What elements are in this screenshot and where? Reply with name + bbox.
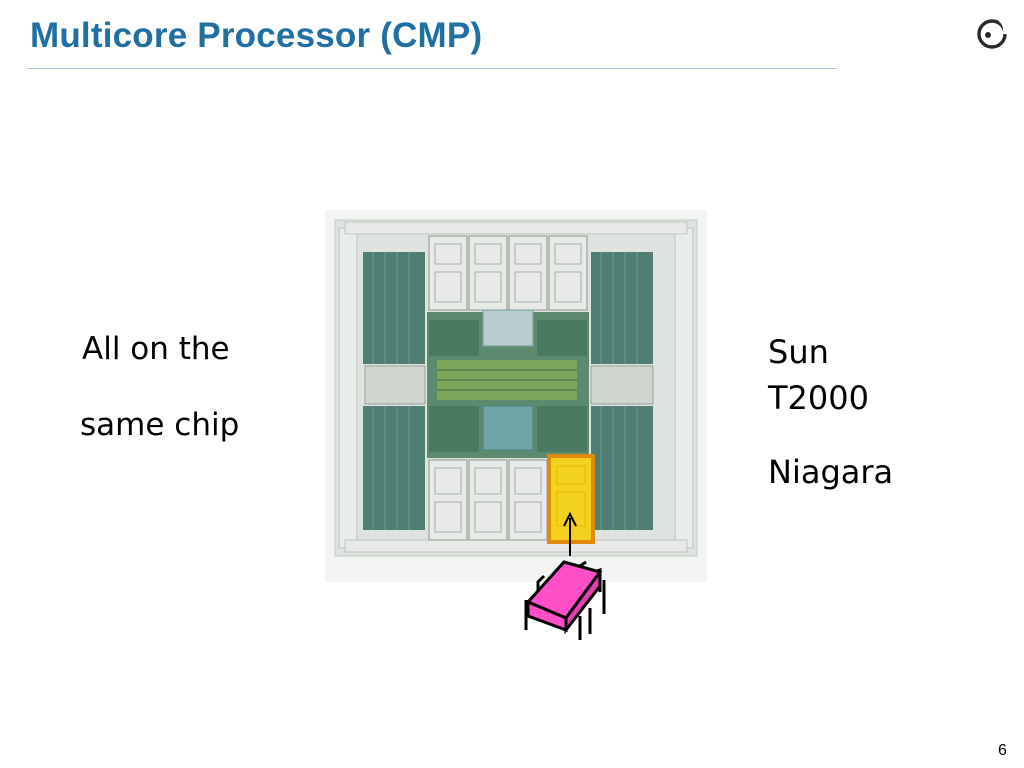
left-caption-line-1: All on the — [82, 331, 230, 367]
logo-icon — [977, 18, 1008, 49]
chip-die-image — [325, 210, 707, 582]
left-caption-line-2: same chip — [80, 407, 240, 443]
right-caption-line-3: Niagara — [768, 453, 894, 491]
processor-icon — [524, 560, 606, 640]
right-caption-line-2: T2000 — [768, 379, 869, 417]
page-number: 6 — [998, 742, 1007, 759]
right-caption-line-1: Sun — [768, 333, 829, 371]
slide-title: Multicore Processor (CMP) — [30, 16, 483, 55]
title-divider — [28, 68, 836, 69]
